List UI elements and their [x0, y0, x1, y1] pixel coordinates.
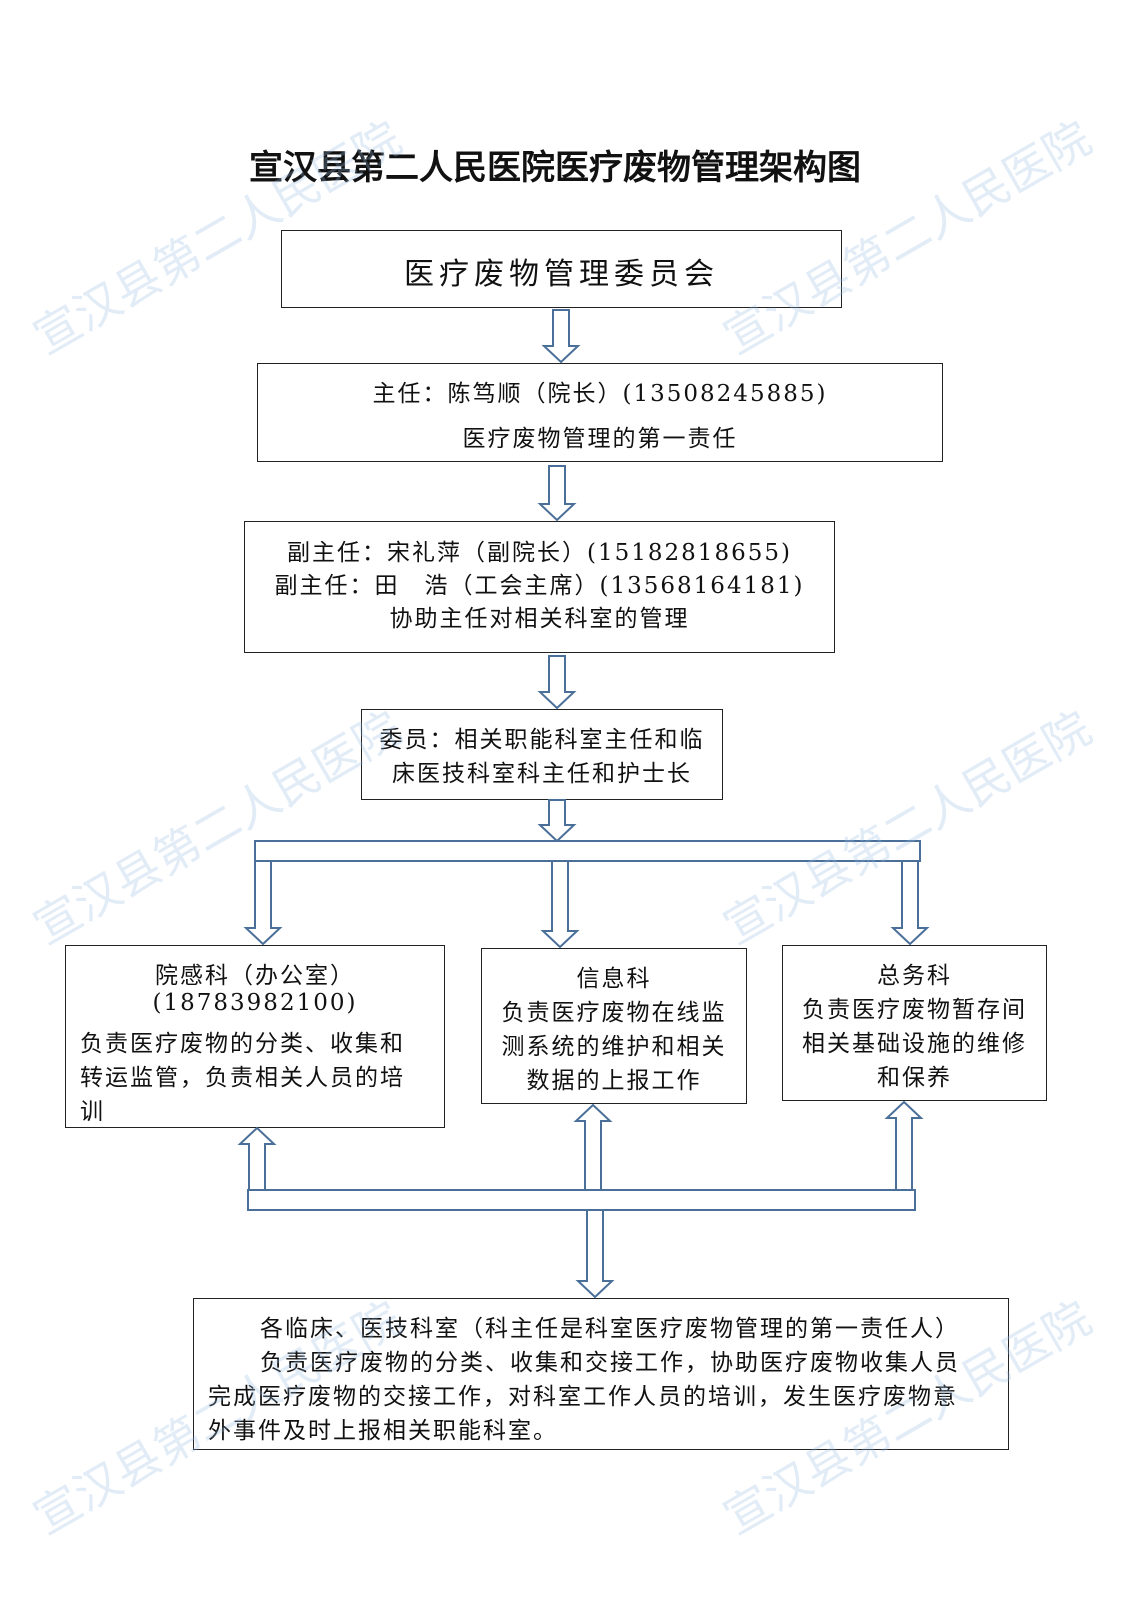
- dept-line: 相关基础设施的维修: [802, 1031, 1027, 1057]
- members-line-1: 委员：相关职能科室主任和临: [379, 727, 705, 753]
- clinical-line: 负责医疗废物的分类、收集和交接工作，协助医疗废物收集人员: [260, 1350, 960, 1376]
- down-arrow-icon: [537, 799, 577, 843]
- director-line-1: 主任：陈笃顺（院长）(13508245885): [372, 381, 828, 407]
- deputy-line-1: 副主任：宋礼萍（副院长）(15182818655): [287, 540, 792, 566]
- clinical-line: 各临床、医技科室（科主任是科室医疗废物管理的第一责任人）: [260, 1316, 960, 1342]
- dept-line: 负责医疗废物暂存间: [802, 997, 1027, 1023]
- general-affairs-box: 总务科 负责医疗废物暂存间 相关基础设施的维修 和保养: [782, 945, 1047, 1101]
- director-line-2: 医疗废物管理的第一责任: [462, 426, 738, 452]
- members-box: 委员：相关职能科室主任和临 床医技科室科主任和护士长: [361, 709, 723, 800]
- dept-line: 负责医疗废物在线监: [501, 1000, 727, 1026]
- information-dept-box: 信息科 负责医疗废物在线监 测系统的维护和相关 数据的上报工作: [481, 948, 747, 1104]
- dept-name: 信息科: [576, 966, 652, 992]
- dept-name: 总务科: [877, 963, 952, 989]
- committee-box: 医疗废物管理委员会: [281, 230, 842, 308]
- down-arrow-icon: [540, 860, 580, 949]
- committee-name: 医疗废物管理委员会: [404, 257, 719, 292]
- dept-line: 和保养: [877, 1065, 952, 1091]
- members-line-2: 床医技科室科主任和护士长: [392, 761, 692, 787]
- down-arrow-icon: [541, 309, 581, 364]
- up-arrow-icon: [884, 1100, 924, 1191]
- dept-line: 负责医疗废物的分类、收集和: [80, 1031, 405, 1057]
- director-box: 主任：陈笃顺（院长）(13508245885) 医疗废物管理的第一责任: [257, 363, 943, 462]
- up-arrow-icon: [237, 1126, 277, 1191]
- dept-phone: (18783982100): [152, 990, 358, 1016]
- clinical-depts-box: 各临床、医技科室（科主任是科室医疗废物管理的第一责任人） 负责医疗废物的分类、收…: [193, 1298, 1009, 1450]
- dept-line: 转运监管，负责相关人员的培: [80, 1065, 405, 1091]
- dept-name: 院感科（办公室）: [155, 963, 355, 989]
- infection-control-box: 院感科（办公室） (18783982100) 负责医疗废物的分类、收集和 转运监…: [65, 945, 445, 1128]
- connector-bar: [247, 1189, 916, 1211]
- dept-line: 测系统的维护和相关: [501, 1034, 727, 1060]
- down-arrow-icon: [537, 465, 577, 522]
- dept-line: 训: [80, 1099, 105, 1125]
- page-title: 宣汉县第二人民医院医疗废物管理架构图: [249, 148, 861, 188]
- dept-line: 数据的上报工作: [526, 1068, 702, 1094]
- connector-bar: [254, 840, 921, 862]
- down-arrow-icon: [575, 1209, 615, 1299]
- deputy-line-2: 副主任：田 浩（工会主席）(13568164181): [274, 573, 805, 599]
- down-arrow-icon: [890, 860, 930, 946]
- down-arrow-icon: [243, 860, 283, 946]
- down-arrow-icon: [537, 655, 577, 710]
- clinical-line: 完成医疗废物的交接工作，对科室工作人员的培训，发生医疗废物意: [208, 1384, 958, 1410]
- deputy-line-3: 协助主任对相关科室的管理: [389, 606, 690, 632]
- clinical-line: 外事件及时上报相关职能科室。: [208, 1418, 558, 1444]
- deputy-box: 副主任：宋礼萍（副院长）(15182818655) 副主任：田 浩（工会主席）(…: [244, 521, 835, 653]
- up-arrow-icon: [573, 1103, 613, 1191]
